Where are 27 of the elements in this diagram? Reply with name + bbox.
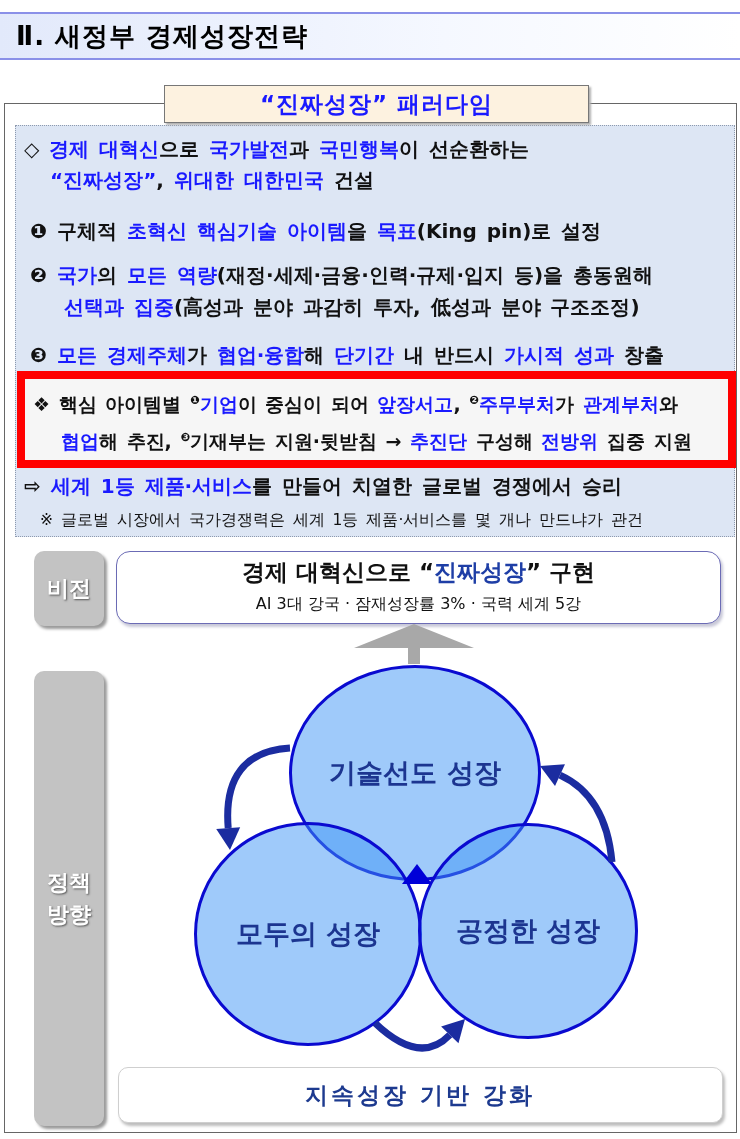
vision-box bbox=[116, 551, 721, 624]
summary-text: ◇ 경제 대혁신으로 국가발전과 국민행복이 선순환하는 “진짜성장”, 위대한 대한민국 건설 bbox=[24, 136, 531, 194]
curved-arrow bbox=[372, 1020, 466, 1052]
vision-targets: AI 3대 강국 · 잠재성장률 3% · 국력 세계 5강 bbox=[255, 593, 582, 615]
circle-label: 공정한 성장 bbox=[455, 914, 601, 948]
foundation-box: 지속성장 기반 강화 bbox=[118, 1067, 723, 1123]
section-heading: “진짜성장” 패러다임 bbox=[164, 85, 589, 123]
vision-heading: 경제 대혁신으로 “진짜성장” 구현 bbox=[241, 558, 596, 587]
highlight-box bbox=[17, 371, 736, 468]
curved-arrow bbox=[540, 764, 616, 863]
vision-tab: 비전 bbox=[34, 551, 104, 626]
conclusion-text: ⇨ 세계 1등 제품·서비스를 만들어 치열한 글로벌 경쟁에서 승리 bbox=[24, 473, 622, 500]
numbered-item: ❷ 국가의 모든 역량(재정·세제·금융·인력·규제·입지 등)을 총동원해 선택과 집중(高성과 분야 과감히 투자, 低성과 분야 구조조정) bbox=[30, 262, 655, 321]
numbered-item: ❸ 모든 경제주체가 협업·융합해 단기간 내 반드시 가시적 성과 창출 bbox=[30, 342, 665, 369]
circle-label: 모두의 성장 bbox=[235, 917, 381, 951]
up-arrow bbox=[354, 624, 474, 664]
policy-tab: 정책 방향 bbox=[34, 671, 104, 1126]
venn-circle bbox=[289, 665, 541, 881]
summary-panel bbox=[15, 125, 735, 537]
footnote-text: ※ 글로벌 시장에서 국가경쟁력은 세계 1등 제품·서비스를 몇 개나 만드냐가 관건 bbox=[40, 510, 644, 531]
page-title: Ⅱ. 새정부 경제성장전략 bbox=[16, 20, 309, 53]
venn-circle bbox=[418, 823, 638, 1039]
venn-circle bbox=[194, 822, 422, 1046]
circle-label: 기술선도 성장 bbox=[329, 756, 501, 790]
numbered-item: ❶ 구체적 초혁신 핵심기술 아이템을 목표(King pin)로 설정 bbox=[30, 218, 602, 245]
curved-arrow bbox=[216, 744, 291, 851]
highlight-text: ❖ 핵심 아이템별 $^{❶}$기업이 중심이 되어 앞장서고, $^{❷}$주무부처가 관계부처와 협업해 추진, $^{❸}$기재부는 지원·뒷받침 → 추진단 구성해 전방위 집중 지원 bbox=[33, 392, 693, 454]
